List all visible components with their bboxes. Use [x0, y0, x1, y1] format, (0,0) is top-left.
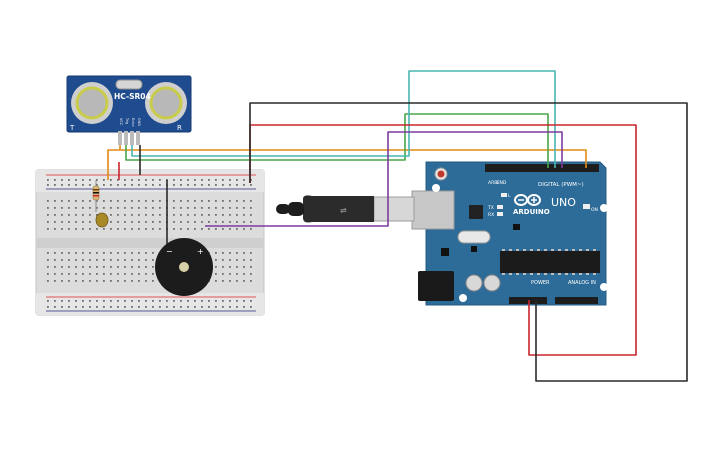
usb-plug-body [303, 195, 374, 223]
aref-label: AREF [488, 180, 500, 186]
arduino-model: UNO [551, 196, 576, 209]
rx-led [497, 212, 503, 216]
on-label: ON [591, 207, 598, 213]
sensor-model: HC-SR04 [114, 92, 151, 101]
regulator [441, 248, 449, 256]
hc-sr04-sensor: HC-SR04 T R VCC Trig Echo GND [66, 75, 192, 145]
l-led [501, 193, 507, 197]
piezo-buzzer: − + [155, 238, 213, 296]
smd-component [513, 224, 520, 230]
breadboard [35, 169, 265, 316]
reset-button[interactable] [437, 170, 445, 178]
breadboard-bottom-rail [36, 293, 264, 315]
buzzer-center [179, 262, 189, 272]
crystal [457, 230, 491, 244]
l-label: L [508, 193, 511, 199]
tx-led [497, 205, 503, 209]
mount-hole [600, 204, 608, 212]
wire-purple [205, 131, 563, 227]
usb-plug-metal [373, 196, 415, 222]
capacitor [465, 274, 483, 292]
wire-orange [107, 145, 587, 180]
power-header [509, 297, 547, 304]
wire-teal [131, 70, 556, 168]
pin-label-trig: Trig [125, 117, 129, 124]
arduino-brand: ARDUINO [513, 208, 550, 216]
usb-cable-end [288, 202, 304, 216]
receiver-mark: R [177, 124, 182, 132]
power-label: POWER [531, 280, 550, 286]
smd-component [471, 246, 477, 252]
led [95, 212, 109, 228]
wire-green [125, 113, 549, 168]
sensor-pin-gnd [136, 131, 140, 145]
mount-hole [459, 294, 467, 302]
sensor-pin-trig [124, 131, 128, 145]
arduino-uno: AREF GND DIGITAL (PWM~) ARDUINO UNO ON L… [411, 161, 608, 306]
usb-chip [469, 205, 483, 219]
on-led [583, 204, 590, 209]
usb-symbol-icon: ⇌ [340, 206, 347, 215]
usb-cable: ⇌ [276, 195, 415, 223]
resistor [92, 180, 100, 212]
usb-cable-tip [276, 204, 290, 214]
capacitor [483, 274, 501, 292]
wire-black [249, 102, 688, 382]
sensor-pin-vcc [118, 131, 122, 145]
analog-label: ANALOG IN [568, 280, 596, 286]
crystal-oscillator [115, 79, 143, 90]
mount-hole [600, 283, 608, 291]
chip-pins [502, 249, 596, 275]
usb-port [411, 190, 455, 230]
transducer-left-mesh [75, 86, 109, 120]
rx-label: RX [488, 212, 494, 218]
breadboard-center-channel [36, 238, 264, 248]
power-jack [418, 271, 454, 301]
pin-label-echo: Echo [131, 118, 135, 127]
wires [107, 70, 688, 382]
atmega-chip [500, 251, 600, 273]
tx-label: TX [487, 205, 494, 211]
mount-hole [432, 184, 440, 192]
digital-header [485, 164, 599, 172]
transducer-right-mesh [149, 86, 183, 120]
analog-header [555, 297, 598, 304]
buzzer-plus: + [197, 247, 204, 256]
transmitter-mark: T [69, 124, 75, 132]
pin-label-vcc: VCC [119, 118, 123, 126]
digital-label: DIGITAL (PWM~) [538, 182, 584, 188]
pin-label-gnd: GND [137, 118, 141, 126]
arduino-logo [514, 194, 541, 206]
gnd-label: GND [496, 180, 507, 186]
buzzer-minus: − [166, 247, 173, 256]
sensor-pin-echo [130, 131, 134, 145]
